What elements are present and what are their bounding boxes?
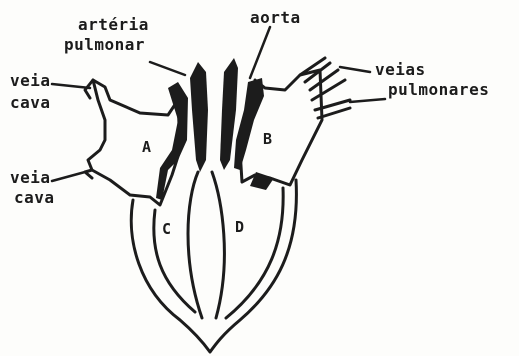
label-pulmonar: pulmonar [64,37,145,53]
pulmonary-artery-wall-left [156,82,188,200]
ventricle-outer-wall [131,180,296,352]
pointer-veia-top [52,84,90,88]
pointer-aorta [250,27,270,78]
label-veia-bottom: veia [10,170,51,186]
label-cava-bottom: cava [14,190,55,206]
septum-right [212,172,224,318]
chamber-c: C [162,222,171,237]
pointer-veias [340,67,370,72]
label-veias: veias [375,62,426,78]
aortic-wall-left [190,62,208,172]
label-arteria: artéria [78,17,149,33]
septum-left [188,172,202,318]
pointer-pulmonares [350,99,385,102]
ventricle-d-wall [226,188,283,318]
pointer-veia-bottom [52,172,85,181]
label-pulmonares: pulmonares [388,82,489,98]
chamber-a: A [142,140,151,155]
vena-cava-bottom-left [85,170,92,178]
chamber-d: D [235,220,244,235]
pointer-arteria [150,62,185,75]
pulmonary-artery-wall-right [234,78,264,170]
label-cava-top: cava [10,95,51,111]
chamber-b: B [263,132,272,147]
atrium-a-outline [88,80,180,205]
label-veia-top: veia [10,73,51,89]
pulmonary-vein-4 [312,80,345,100]
label-aorta: aorta [250,10,301,26]
